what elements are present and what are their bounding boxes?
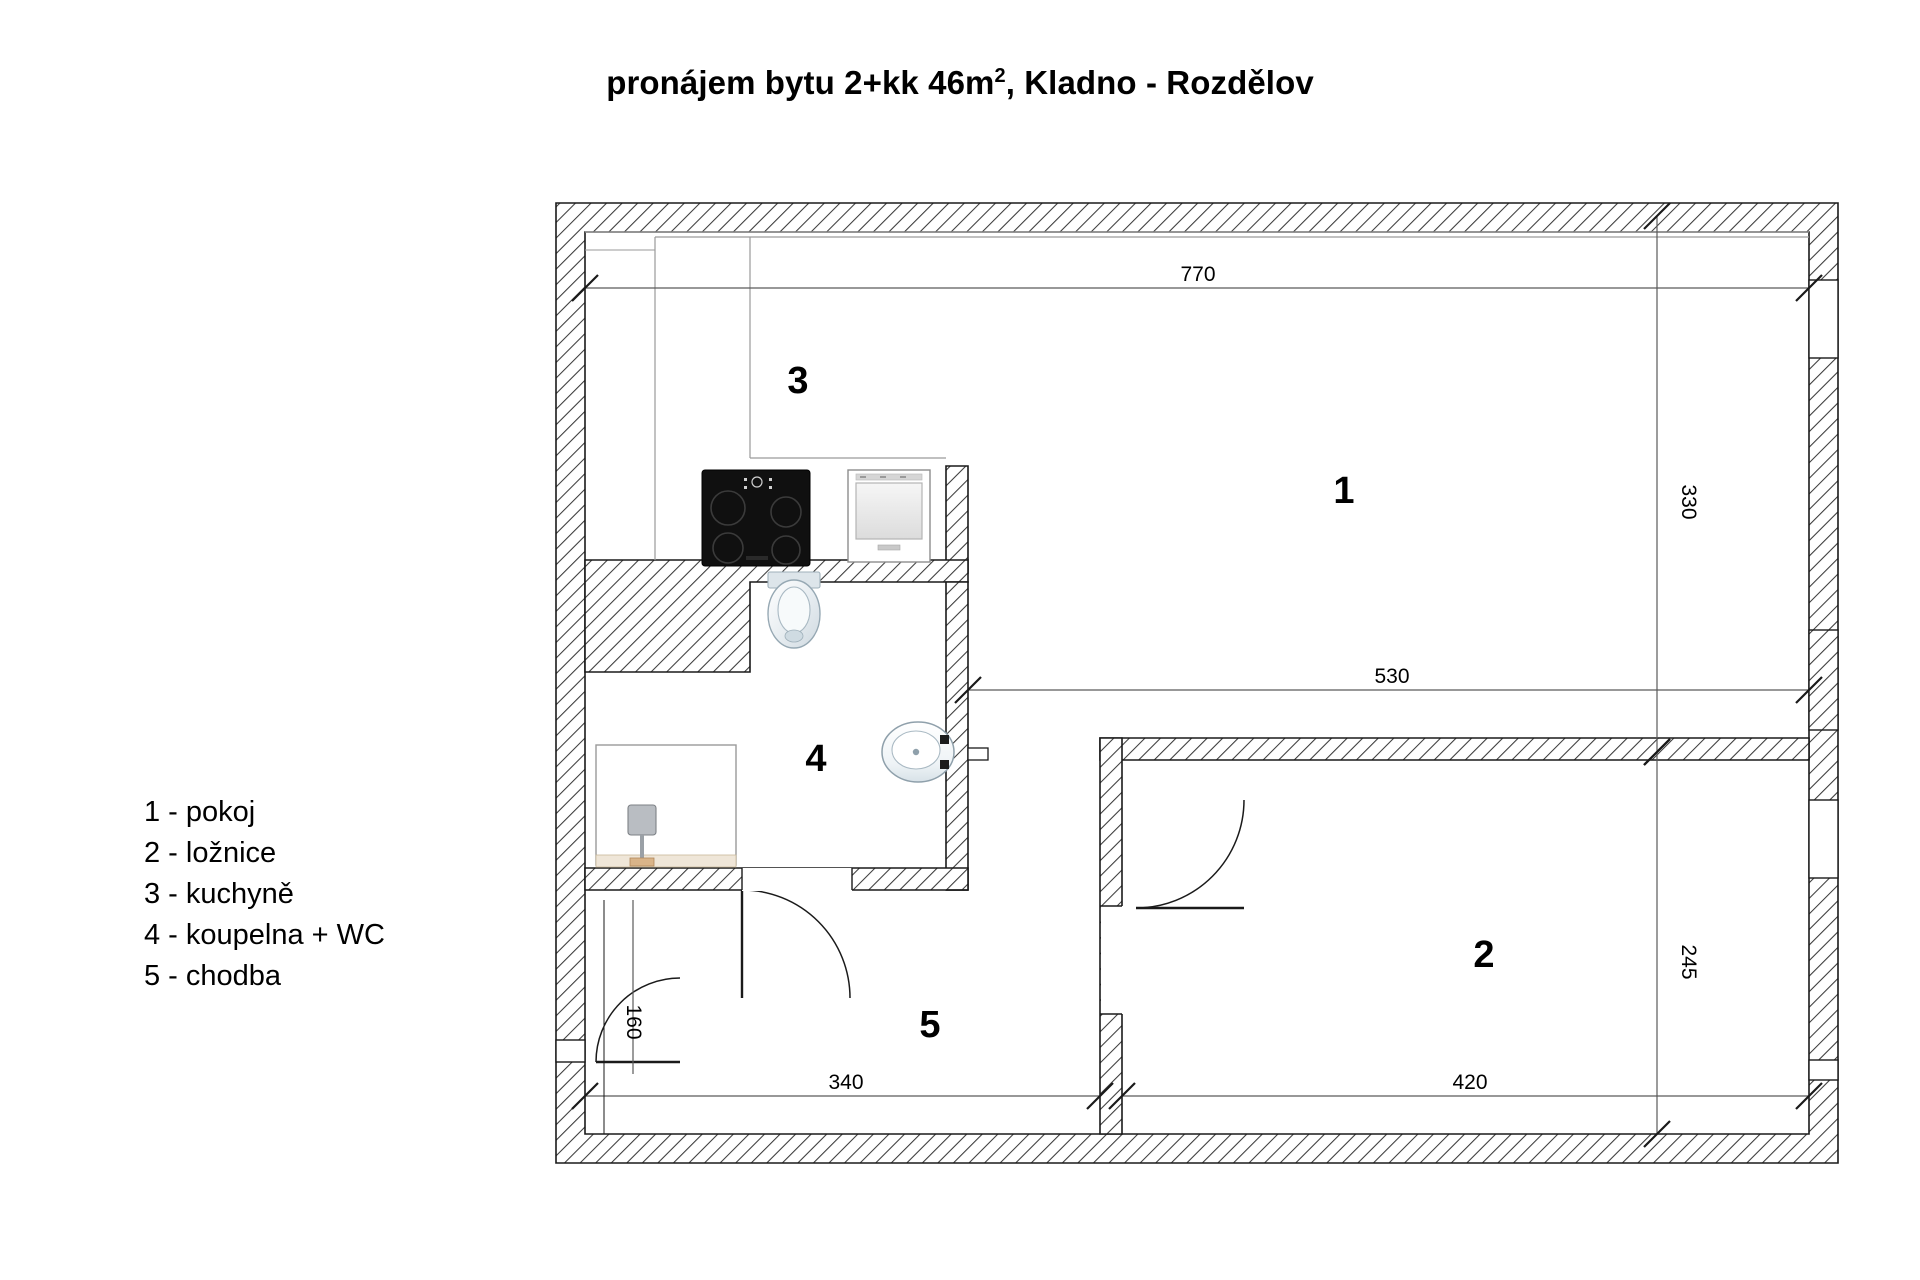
water-heater-group bbox=[627, 804, 657, 867]
oven-group bbox=[847, 469, 931, 563]
legend-item-1: 1 - pokoj bbox=[144, 796, 256, 828]
cooktop-led-2 bbox=[769, 478, 772, 481]
room-label-1: 1 bbox=[1333, 470, 1354, 512]
toilet-group bbox=[767, 571, 821, 649]
dim-top-770-tick-right bbox=[1795, 274, 1823, 302]
page-title-superscript: 2 bbox=[994, 65, 1006, 87]
dim-left-160-label: 160 bbox=[622, 1004, 645, 1039]
cooktop-brand-plate bbox=[746, 556, 768, 560]
door-bathroom-arc bbox=[741, 889, 851, 999]
oven-knob-1 bbox=[860, 476, 866, 478]
dim-right-245-group: 245 bbox=[1643, 738, 1700, 1148]
legend-item-3: 3 - kuchyně bbox=[144, 878, 294, 910]
door-bedroom-arc bbox=[1135, 799, 1245, 909]
cooktop-burner-4 bbox=[771, 535, 801, 565]
dim-mid-530-tick-right bbox=[1795, 676, 1823, 704]
washbasin-tap-2 bbox=[940, 760, 949, 769]
door-bedroom bbox=[1135, 799, 1245, 910]
bedroom-north-wall bbox=[1099, 737, 1810, 761]
door-opening-bathroom bbox=[742, 868, 852, 891]
toilet-base bbox=[784, 629, 804, 643]
cooktop-group bbox=[701, 469, 811, 567]
oven-control-panel bbox=[855, 473, 923, 481]
dim-bottom-340-tick-left bbox=[571, 1082, 599, 1110]
oven-knob-2 bbox=[880, 476, 886, 478]
washbasin-group bbox=[881, 721, 989, 783]
window-niche-top bbox=[1808, 279, 1839, 359]
dim-top-770-label: 770 bbox=[1180, 263, 1215, 286]
water-heater-base bbox=[629, 857, 655, 867]
room-label-4: 4 bbox=[805, 738, 826, 780]
dim-right-245-label: 245 bbox=[1677, 944, 1700, 979]
dim-bottom-420-tick-left bbox=[1108, 1082, 1136, 1110]
dim-mid-530-tick-left bbox=[954, 676, 982, 704]
door-opening-bedroom bbox=[1101, 906, 1123, 1014]
cooktop-burner-1 bbox=[710, 490, 746, 526]
cooktop-burner-3 bbox=[712, 532, 744, 564]
plumbing-chase bbox=[967, 747, 989, 761]
room-label-3: 3 bbox=[787, 360, 808, 402]
window-niche-bottom bbox=[1808, 799, 1839, 879]
dim-top-770-group: 770 bbox=[571, 263, 1823, 306]
door-entrance bbox=[595, 977, 681, 1064]
kitchen-east-wall bbox=[945, 465, 969, 574]
legend-item-2: 2 - ložnice bbox=[144, 837, 277, 869]
room-label-5: 5 bbox=[919, 1004, 940, 1046]
dim-bottom-340-group: 340 bbox=[571, 900, 1114, 1134]
toilet-seat-inner bbox=[777, 586, 811, 634]
window-niche-left bbox=[555, 1039, 586, 1063]
dim-bottom-340-label: 340 bbox=[828, 1071, 863, 1094]
dim-right-330-label: 330 bbox=[1677, 484, 1700, 519]
page-title-location: , Kladno - Rozdělov bbox=[1005, 64, 1314, 101]
dim-left-160-group: 160 bbox=[622, 900, 645, 1074]
page-title-main: pronájem bytu 2+kk 46m bbox=[606, 64, 995, 101]
oven-knob-3 bbox=[900, 476, 906, 478]
wall-pier-right bbox=[1808, 629, 1839, 731]
washbasin-drain bbox=[912, 748, 920, 756]
dim-bottom-340-tick-right bbox=[1086, 1082, 1114, 1110]
induction-cooktop bbox=[701, 469, 811, 567]
water-heater-body bbox=[627, 804, 657, 836]
legend-item-4: 4 - koupelna + WC bbox=[144, 919, 385, 951]
cooktop-led-1 bbox=[744, 478, 747, 481]
dim-bottom-420-group: 420 bbox=[1108, 1071, 1823, 1110]
cooktop-burner-2 bbox=[770, 496, 802, 528]
cooktop-control-dial bbox=[751, 476, 763, 488]
washbasin-tap-1 bbox=[940, 735, 949, 744]
oven-door-glass bbox=[855, 482, 923, 540]
door-entrance-arc bbox=[595, 977, 681, 1063]
door-bathroom bbox=[740, 889, 851, 999]
dim-right-330-group: 330 bbox=[1643, 202, 1700, 766]
dim-bottom-420-tick-right bbox=[1795, 1082, 1823, 1110]
exterior-wall bbox=[555, 202, 1839, 1164]
room-label-2: 2 bbox=[1473, 934, 1494, 976]
dim-mid-530-group: 530 bbox=[954, 665, 1823, 704]
water-heater-stem bbox=[640, 835, 644, 861]
dim-right-245-tick-top bbox=[1643, 738, 1671, 766]
legend: 1 - pokoj 2 - ložnice 3 - kuchyně 4 - ko… bbox=[144, 792, 385, 997]
oven-handle bbox=[877, 544, 901, 551]
dim-right-330-tick-top bbox=[1643, 202, 1671, 230]
shower-enclosure bbox=[595, 744, 737, 866]
cooktop-led-4 bbox=[769, 486, 772, 489]
dim-mid-530-label: 530 bbox=[1374, 665, 1409, 688]
kitchen-south-wall bbox=[584, 559, 969, 673]
page-title: pronájem bytu 2+kk 46m2, Kladno - Rozděl… bbox=[0, 64, 1920, 102]
dim-right-245-tick-bottom bbox=[1643, 1120, 1671, 1148]
cooktop-led-3 bbox=[744, 486, 747, 489]
dim-bottom-420-label: 420 bbox=[1452, 1071, 1487, 1094]
shower-threshold bbox=[595, 854, 737, 868]
legend-item-5: 5 - chodba bbox=[144, 960, 282, 992]
window-niche-lower bbox=[1808, 1059, 1839, 1081]
